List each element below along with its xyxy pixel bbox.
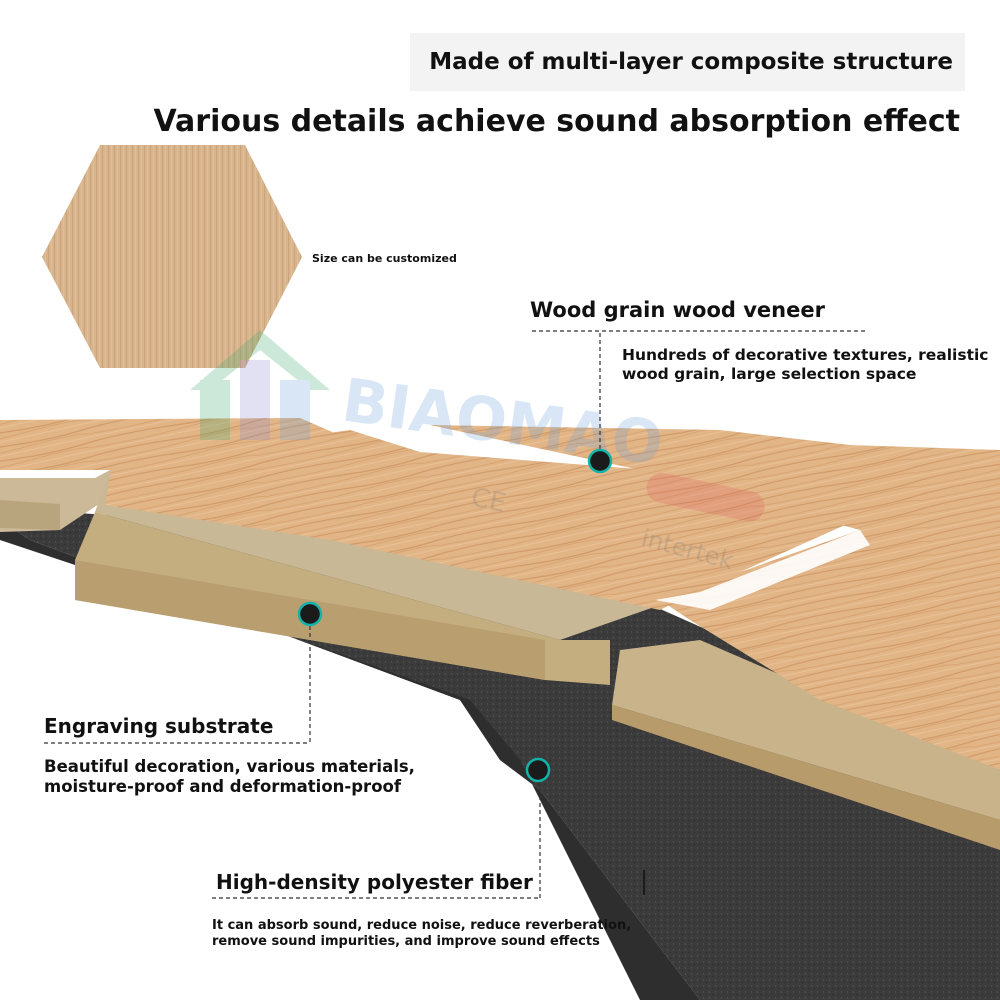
veneer-label: Wood grain wood veneer <box>530 298 825 322</box>
marker-fiber <box>525 757 551 783</box>
svg-text:CE: CE <box>469 483 509 520</box>
leader-lines <box>44 330 865 899</box>
fiber-label: High-density polyester fiber <box>216 870 533 894</box>
substrate-description: Beautiful decoration, various materials,… <box>44 757 415 797</box>
marker-veneer <box>587 448 613 474</box>
headline-title: Various details achieve sound absorption… <box>153 104 960 139</box>
marker-substrate <box>297 601 323 627</box>
substrate-right <box>612 640 1000 820</box>
veneer-sample-hexagon <box>42 145 302 368</box>
fiber-description: It can absorb sound, reduce noise, reduc… <box>212 918 632 949</box>
headline-subtitle: Made of multi-layer composite structure <box>410 33 965 91</box>
size-note: Size can be customized <box>312 252 457 265</box>
veneer-description: Hundreds of decorative textures, realist… <box>622 346 989 383</box>
substrate-label: Engraving substrate <box>44 714 274 738</box>
